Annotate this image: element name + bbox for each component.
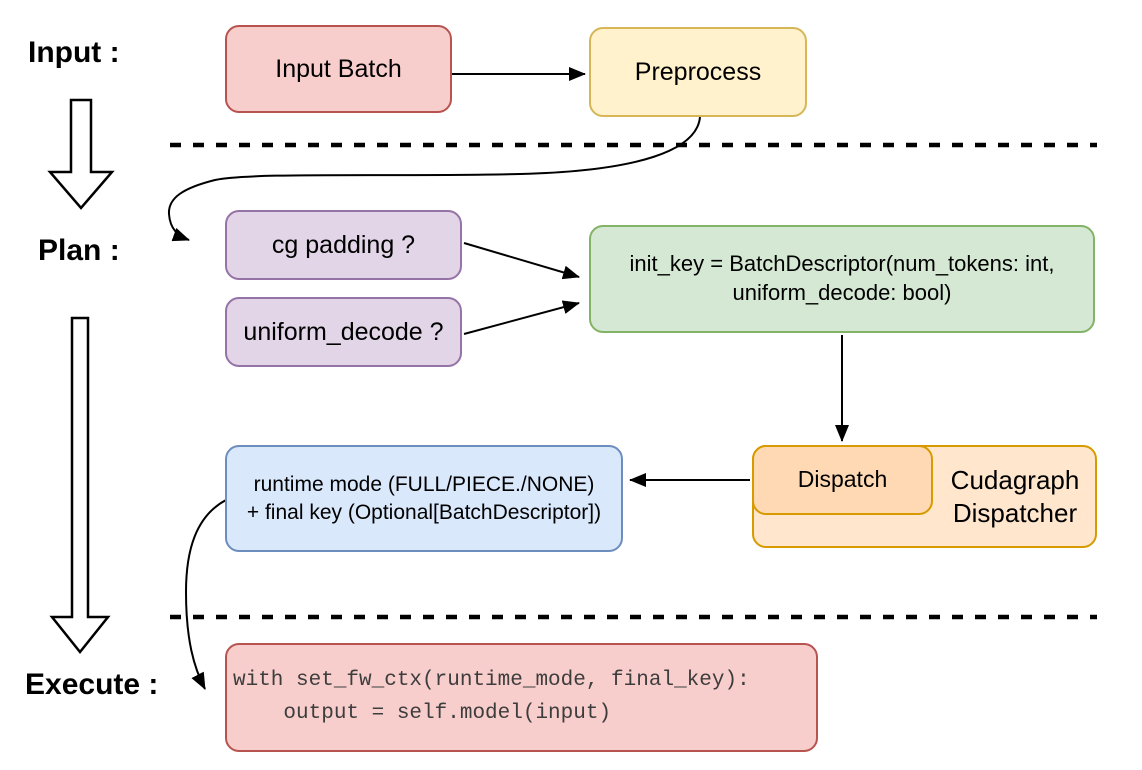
edge-cgpadding-initkey (463, 242, 580, 280)
edge-runtime-executecode (184, 499, 227, 690)
init-key-line1: init_key = BatchDescriptor(num_tokens: i… (629, 251, 1055, 277)
input-to-plan-arrow (47, 98, 115, 210)
execute-code-line2: output = self.model(input) (233, 701, 612, 725)
plan-to-execute-arrow (49, 316, 111, 655)
runtime-mode-line1: runtime mode (FULL/PIECE./NONE) (253, 473, 595, 497)
section-label-execute: Execute : (25, 668, 159, 701)
dispatch-node: Dispatch (752, 445, 933, 515)
execute-code-node: with set_fw_ctx(runtime_mode, final_key)… (225, 643, 818, 752)
execute-code-line1: with set_fw_ctx(runtime_mode, final_key)… (233, 668, 750, 692)
preprocess-node: Preprocess (589, 27, 807, 117)
section-label-input: Input : (28, 36, 120, 69)
runtime-mode-node: runtime mode (FULL/PIECE./NONE) + final … (225, 445, 623, 552)
cudagraph-dispatcher-line2: Dispatcher (952, 497, 1078, 528)
section-label-plan: Plan : (38, 234, 120, 267)
cudagraph-dispatcher-label: Cudagraph Dispatcher (933, 445, 1097, 548)
init-key-node: init_key = BatchDescriptor(num_tokens: i… (589, 225, 1095, 333)
cudagraph-dispatcher-line1: Cudagraph (950, 465, 1080, 495)
edge-uniformdecode-initkey (463, 300, 580, 335)
init-key-line2: uniform_decode: bool) (732, 280, 952, 305)
input-batch-node: Input Batch (225, 25, 452, 113)
cg-padding-node: cg padding ? (225, 210, 462, 280)
uniform-decode-node: uniform_decode ? (225, 297, 462, 367)
runtime-mode-line2: + final key (Optional[BatchDescriptor]) (246, 500, 602, 524)
edge-preprocess-cgpadding (167, 116, 701, 242)
